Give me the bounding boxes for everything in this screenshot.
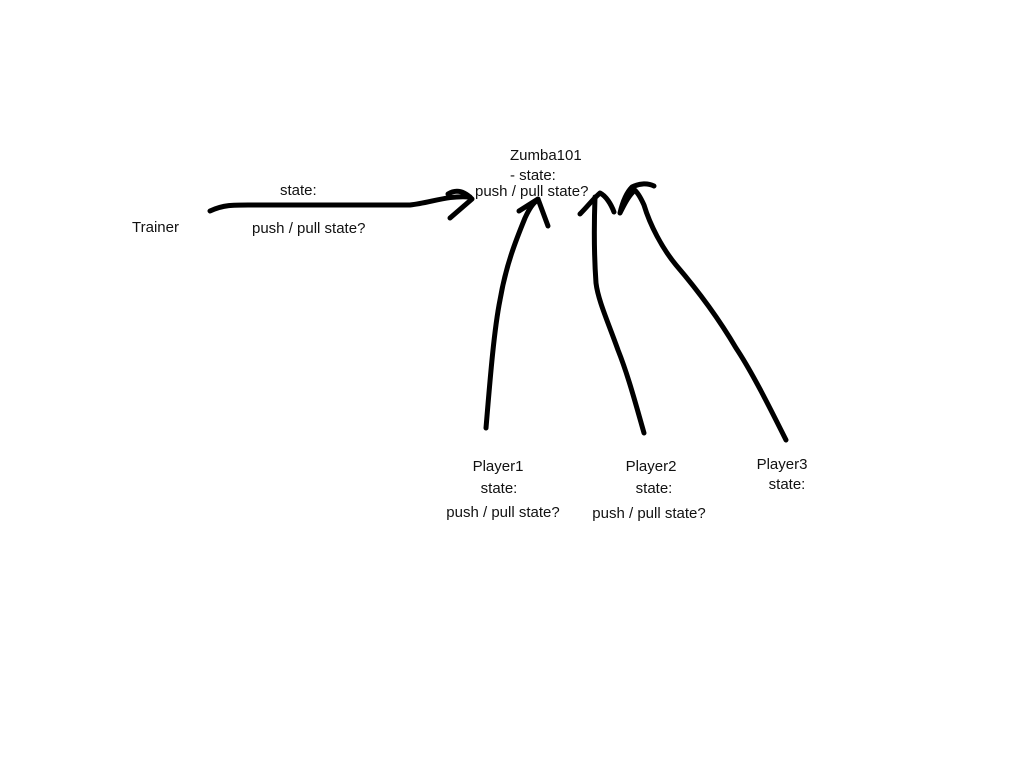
player1-question: push / pull state? bbox=[446, 504, 560, 521]
arrowhead-trainer bbox=[445, 188, 475, 221]
zumba-question: push / pull state? bbox=[475, 183, 589, 200]
zumba-state-label: - state: bbox=[510, 167, 556, 184]
trainer-state-label: state: bbox=[280, 182, 317, 199]
trainer-name: Trainer bbox=[132, 219, 179, 236]
player1-state-label: state: bbox=[480, 480, 518, 497]
player2-state-label: state: bbox=[635, 480, 673, 497]
player3-state-label: state: bbox=[768, 476, 806, 493]
player3-name: Player3 bbox=[756, 456, 808, 473]
trainer-question: push / pull state? bbox=[252, 220, 366, 237]
arrowhead-player3 bbox=[617, 181, 657, 216]
player2-question: push / pull state? bbox=[592, 505, 706, 522]
arrow-player2-to-zumba bbox=[591, 194, 647, 436]
arrowhead-player2 bbox=[577, 190, 617, 217]
arrow-trainer-to-zumba bbox=[207, 194, 473, 214]
arrowhead-player1 bbox=[516, 196, 551, 229]
player1-name: Player1 bbox=[472, 458, 524, 475]
arrow-player1-to-zumba bbox=[483, 197, 541, 431]
zumba-name: Zumba101 bbox=[510, 147, 582, 164]
arrow-player3-to-zumba bbox=[629, 185, 789, 443]
player2-name: Player2 bbox=[625, 458, 677, 475]
